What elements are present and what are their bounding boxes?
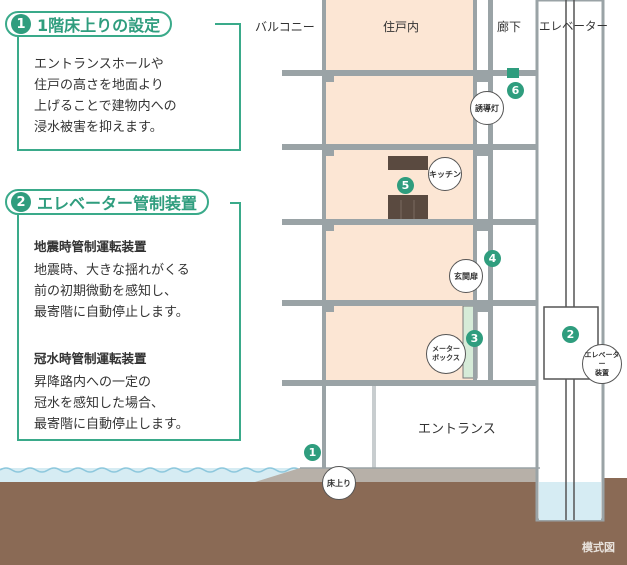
marker-6: 6 <box>507 82 524 99</box>
marker-5: 5 <box>397 177 414 194</box>
marker-4: 4 <box>484 250 501 267</box>
elevator-shaft-flood <box>539 482 601 520</box>
section2-number: 2 <box>11 192 31 212</box>
section1-body: エントランスホールや 住戸の高さを地面より 上げることで建物内への 浸水被害を抑… <box>34 57 177 135</box>
corridor-column <box>488 0 493 385</box>
section1-heading: 1 1階床上りの設定 <box>5 11 173 37</box>
bubble-floor-raise: 床上り <box>322 466 356 500</box>
bubble-guide-light: 誘導灯 <box>470 91 504 125</box>
entrance-label: エントランス <box>418 422 496 437</box>
label-elevator: エレベーター <box>539 19 608 33</box>
label-balcony: バルコニー <box>255 20 315 34</box>
section1-connector <box>17 23 241 151</box>
marker-3: 3 <box>466 330 483 347</box>
section2-sub1-body: 地震時、大きな揺れがくる 前の初期微動を感知し、 最寄階に自動停止します。 <box>34 263 190 320</box>
entrance-area <box>325 386 535 468</box>
section2-sub2-body: 昇降路内への一定の 冠水を感知した場合、 最寄階に自動停止します。 <box>34 375 189 432</box>
guide-light <box>507 68 519 78</box>
kitchen-cabinets <box>388 156 428 219</box>
section2-connector <box>17 202 241 441</box>
label-corridor: 廊下 <box>497 20 522 34</box>
elevator-shaft <box>535 0 605 522</box>
flood-water <box>0 468 300 482</box>
entrance-column-left <box>322 386 326 468</box>
marker-1: 1 <box>304 444 321 461</box>
section2-heading: 2 エレベーター管制装置 <box>5 189 210 215</box>
bubble-elevator-device: エレベーター 装置 <box>582 344 622 384</box>
bubble-meter-box: メーター ボックス <box>426 334 466 374</box>
section2-sub2-title: 冠水時管制運転装置 <box>34 351 147 366</box>
ground <box>0 478 627 565</box>
section2-sub1-title: 地震時管制運転装置 <box>34 239 147 254</box>
bubble-kitchen: キッチン <box>428 157 462 191</box>
corridor-wall <box>473 0 477 385</box>
water-wave <box>0 467 301 473</box>
floor-slabs <box>282 70 537 386</box>
entrance-column-mid <box>372 386 376 468</box>
section1-title: 1階床上りの設定 <box>37 16 161 35</box>
raised-plinth <box>255 468 540 482</box>
bubble-entrance-door: 玄関扉 <box>449 259 483 293</box>
watermark-label: 模式図 <box>582 541 615 554</box>
marker-2: 2 <box>562 326 579 343</box>
label-unit: 住戸内 <box>383 20 420 34</box>
section2-title: エレベーター管制装置 <box>37 194 198 213</box>
section1-number: 1 <box>11 14 31 34</box>
unit-wall-left <box>322 0 326 385</box>
